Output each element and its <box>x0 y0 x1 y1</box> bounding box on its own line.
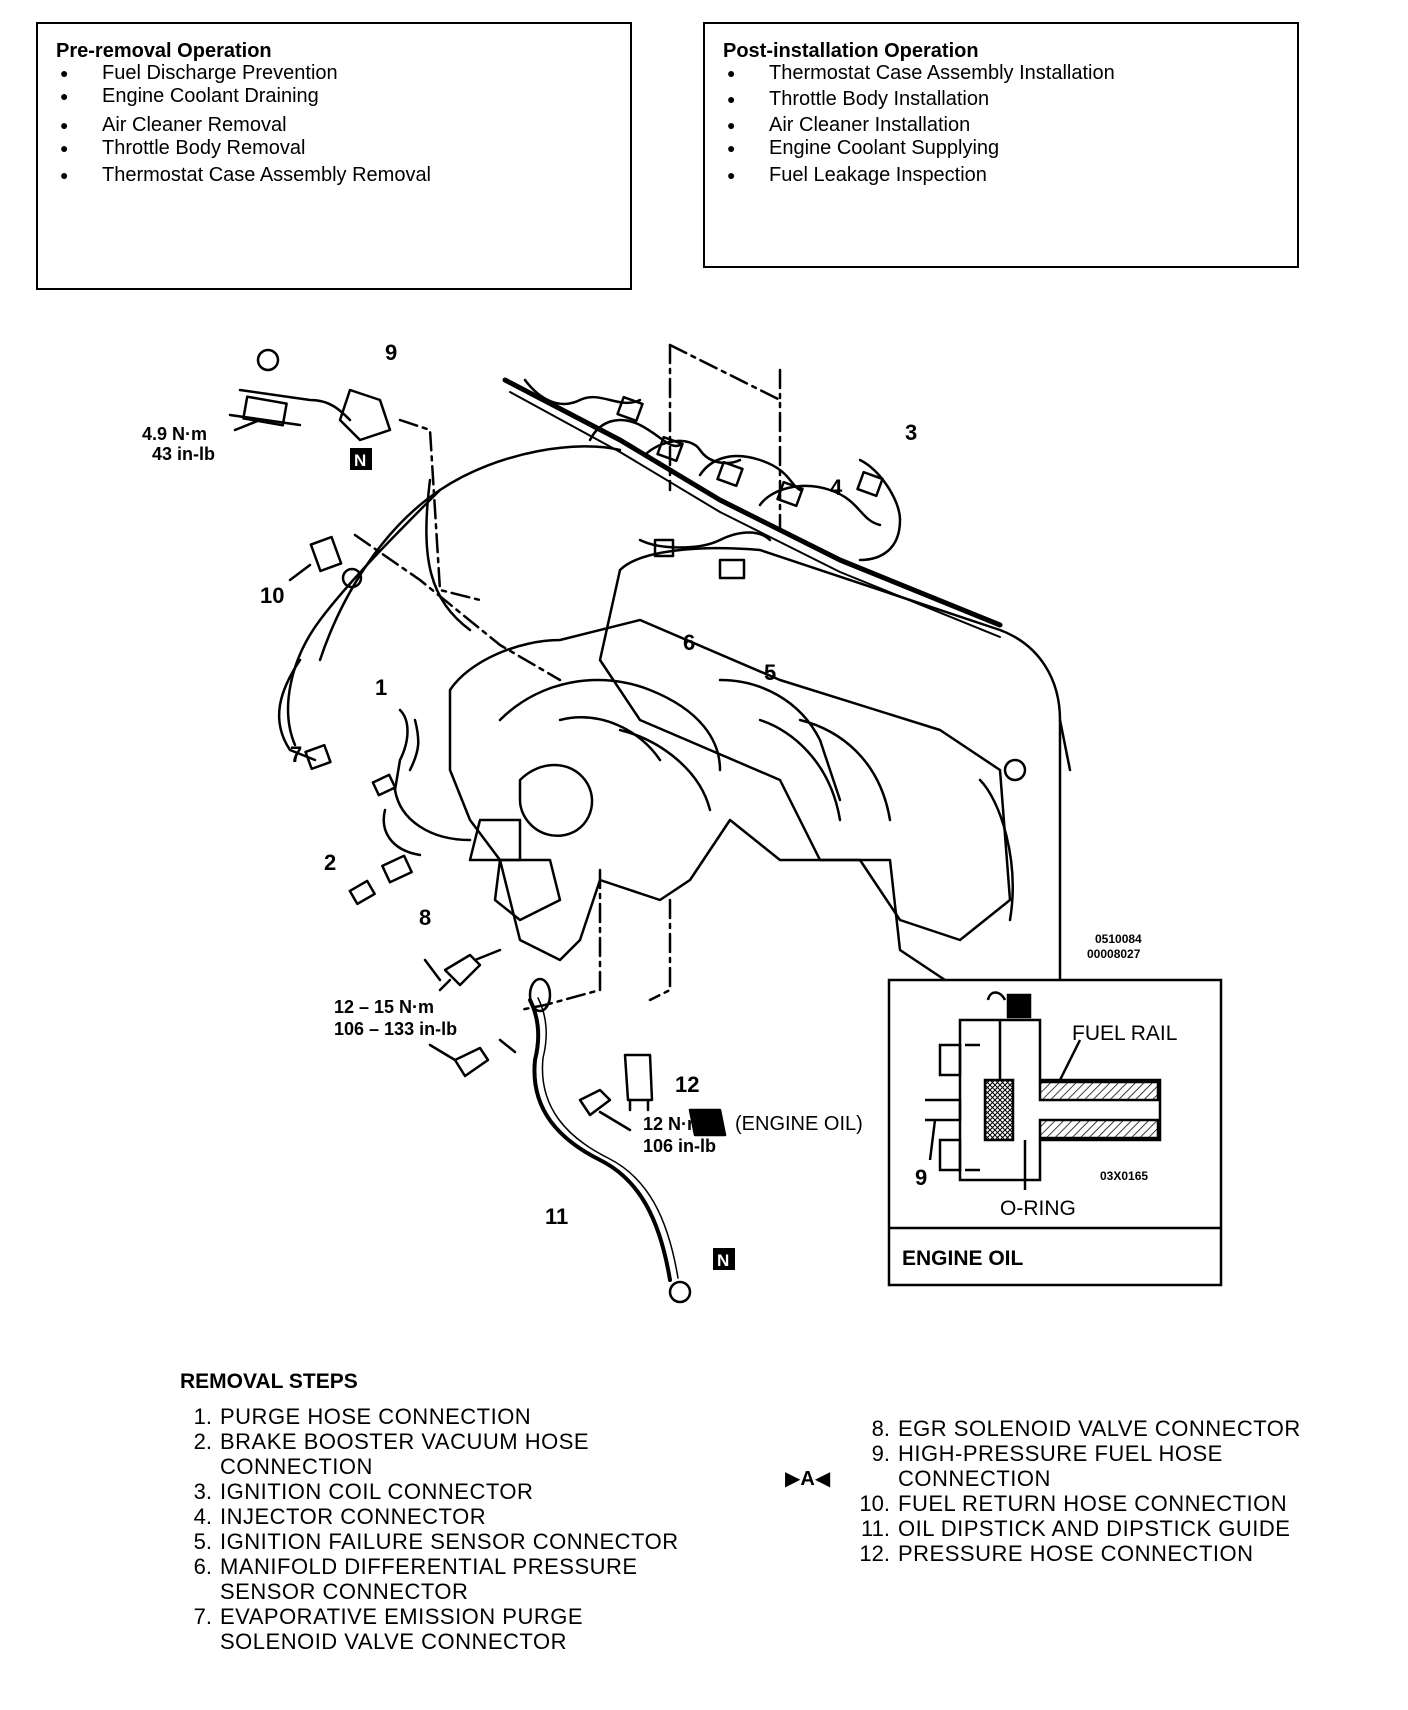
service-mark-a: ▶A◀ <box>785 1468 831 1490</box>
removal-step: 4.INJECTOR CONNECTOR <box>193 1504 487 1529</box>
inset-code: 03X0165 <box>1100 1169 1148 1183</box>
removal-step: 3.IGNITION COIL CONNECTOR <box>193 1479 534 1504</box>
pre-removal-item: Throttle Body Removal <box>56 137 612 160</box>
post-installation-item: Air Cleaner Installation <box>723 114 1279 137</box>
removal-steps-heading: REMOVAL STEPS <box>180 1370 358 1393</box>
pre-removal-item: Fuel Discharge Prevention <box>56 62 612 85</box>
removal-step: 10.FUEL RETURN HOSE CONNECTION <box>859 1491 1288 1516</box>
post-installation-list: Thermostat Case Assembly Installation Th… <box>723 62 1279 187</box>
torque-12-nm: 12 N·m <box>643 1114 703 1134</box>
callout-10: 10 <box>260 583 284 608</box>
fuel-rail-label: FUEL RAIL <box>1072 1022 1177 1045</box>
post-installation-item: Throttle Body Installation <box>723 88 1279 111</box>
inset-footer: ENGINE OIL <box>902 1247 1024 1270</box>
new-part-mark: N <box>717 1251 729 1270</box>
callout-5: 5 <box>764 660 776 685</box>
fuel-pressure-hose <box>238 388 352 422</box>
torque-9-inlb: 43 in-lb <box>152 444 215 464</box>
engine-oil-inset: FUEL RAIL O-RING 9 03X0165 ENGINE OIL <box>887 978 1223 1287</box>
diagram-code-2: 00008027 <box>1087 947 1141 961</box>
inset-callout-9: 9 <box>915 1165 927 1190</box>
removal-step: 8.EGR SOLENOID VALVE CONNECTOR <box>871 1416 1301 1441</box>
callout-4: 4 <box>830 475 843 500</box>
post-installation-item: Engine Coolant Supplying <box>723 137 1279 160</box>
torque-12-inlb: 106 in-lb <box>643 1136 716 1156</box>
pre-removal-item: Thermostat Case Assembly Removal <box>56 164 612 187</box>
callout-9: 9 <box>385 340 397 365</box>
callout-12: 12 <box>675 1072 699 1097</box>
removal-step: 6.MANIFOLD DIFFERENTIAL PRESSURE SENSOR … <box>193 1554 638 1604</box>
new-part-mark-box <box>713 1248 735 1270</box>
callout-6: 6 <box>683 630 695 655</box>
post-installation-item: Thermostat Case Assembly Installation <box>723 62 1279 85</box>
callout-7: 7 <box>290 742 302 767</box>
pre-removal-list: Fuel Discharge Prevention Engine Coolant… <box>56 62 612 187</box>
post-installation-title: Post-installation Operation <box>723 40 979 62</box>
engine-exploded-diagram: 1 2 3 4 5 6 7 8 9 10 11 12 4.9 N·m 43 in… <box>142 340 1223 1304</box>
callout-1: 1 <box>375 675 387 700</box>
post-installation-item: Fuel Leakage Inspection <box>723 164 1279 187</box>
callout-8: 8 <box>419 905 431 930</box>
removal-step: 2.BRAKE BOOSTER VACUUM HOSE CONNECTION <box>193 1429 590 1479</box>
removal-step: 11.OIL DIPSTICK AND DIPSTICK GUIDE <box>861 1516 1291 1541</box>
removal-step: 7.EVAPORATIVE EMISSION PURGE SOLENOID VA… <box>193 1604 584 1654</box>
new-part-mark-box <box>350 448 372 470</box>
torque-8-inlb: 106 – 133 in-lb <box>334 1019 457 1039</box>
pre-removal-item: Air Cleaner Removal <box>56 114 612 137</box>
pre-removal-title: Pre-removal Operation <box>56 40 272 62</box>
removal-step: 9.HIGH-PRESSURE FUEL HOSE CONNECTION <box>871 1441 1223 1491</box>
post-installation-box: Post-installation Operation Thermostat C… <box>703 22 1299 268</box>
torque-9-nm: 4.9 N·m <box>142 424 207 444</box>
removal-steps-left: 1.PURGE HOSE CONNECTION 2.BRAKE BOOSTER … <box>180 1404 680 1654</box>
new-part-mark: N <box>354 451 366 470</box>
dipstick-guide <box>528 998 672 1282</box>
removal-step: 5.IGNITION FAILURE SENSOR CONNECTOR <box>193 1529 679 1554</box>
pre-removal-box: Pre-removal Operation Fuel Discharge Pre… <box>36 22 632 290</box>
pre-removal-item: Engine Coolant Draining <box>56 85 612 108</box>
callout-3: 3 <box>905 420 917 445</box>
removal-steps-right: 8.EGR SOLENOID VALVE CONNECTOR 9.HIGH-PR… <box>858 1416 1338 1566</box>
diagram-code-1: 0510084 <box>1095 932 1142 946</box>
callout-11: 11 <box>545 1204 568 1229</box>
oring-label: O-RING <box>1000 1197 1076 1220</box>
engine-head-outline <box>598 546 1062 1022</box>
wiring-harness <box>502 377 1003 628</box>
intake-manifold <box>448 618 1012 962</box>
torque-8-nm: 12 – 15 N·m <box>334 997 434 1017</box>
removal-step: 12.PRESSURE HOSE CONNECTION <box>859 1541 1254 1566</box>
removal-step: 1.PURGE HOSE CONNECTION <box>193 1404 532 1429</box>
callout-2: 2 <box>324 850 336 875</box>
engine-oil-label: (ENGINE OIL) <box>735 1113 863 1135</box>
